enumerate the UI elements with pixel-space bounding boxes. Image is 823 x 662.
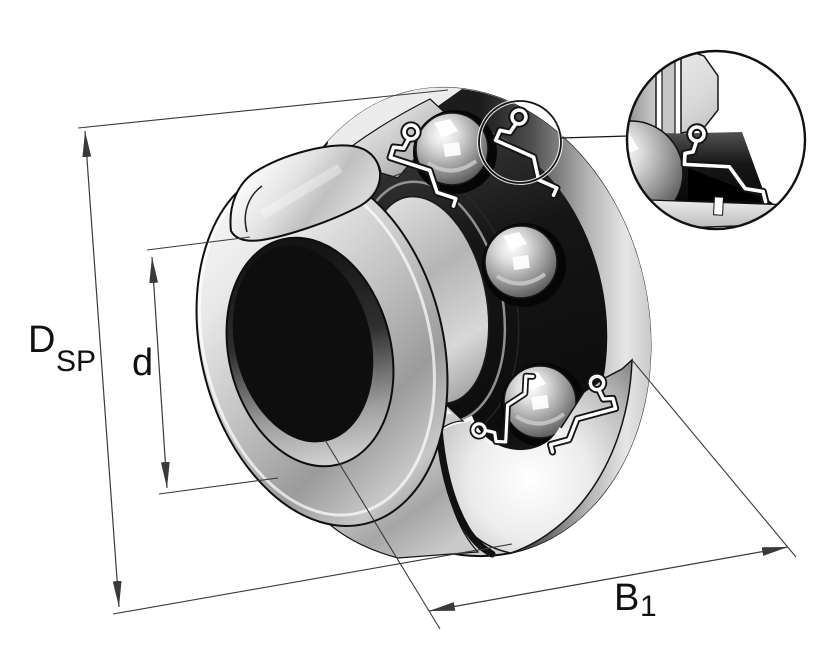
detail-outer-ring-right — [680, 51, 719, 134]
dsp-extension-bottom — [112, 543, 513, 615]
d-label: d — [132, 342, 153, 384]
detail-view-seal-cross-section — [625, 49, 807, 231]
bearing-ball-top — [415, 112, 489, 186]
detail-connector-line — [560, 135, 629, 139]
bearing-ball-middle — [484, 225, 558, 299]
bore-hole — [232, 245, 374, 443]
d-dimension-line — [149, 256, 170, 489]
bearing-body — [195, 86, 652, 559]
dsp-label: DSP — [28, 319, 96, 378]
detail-circle-outline — [625, 49, 807, 231]
dimension-d: d — [132, 236, 279, 495]
d-extension-bottom — [158, 477, 279, 495]
seal-gap-arc — [435, 424, 496, 558]
b1-extension-right — [631, 359, 797, 558]
d-extension-top — [146, 236, 251, 251]
dimension-dsp: DSP — [28, 89, 513, 615]
eccentric-locking-collar — [195, 165, 449, 527]
b1-dimension-line — [428, 546, 789, 612]
detail-seal-shadow — [688, 168, 766, 201]
detail-marker-circle-line — [478, 100, 562, 184]
b1-extension-left — [324, 439, 441, 630]
dsp-extension-top — [77, 89, 449, 129]
collar-cam-block — [229, 144, 382, 242]
b1-label: B1 — [614, 577, 657, 623]
dsp-dimension-line — [82, 130, 122, 608]
dimension-b1: B1 — [324, 359, 797, 630]
detail-seal-flinger — [680, 123, 770, 206]
detail-inner-ring-slot — [713, 196, 724, 216]
